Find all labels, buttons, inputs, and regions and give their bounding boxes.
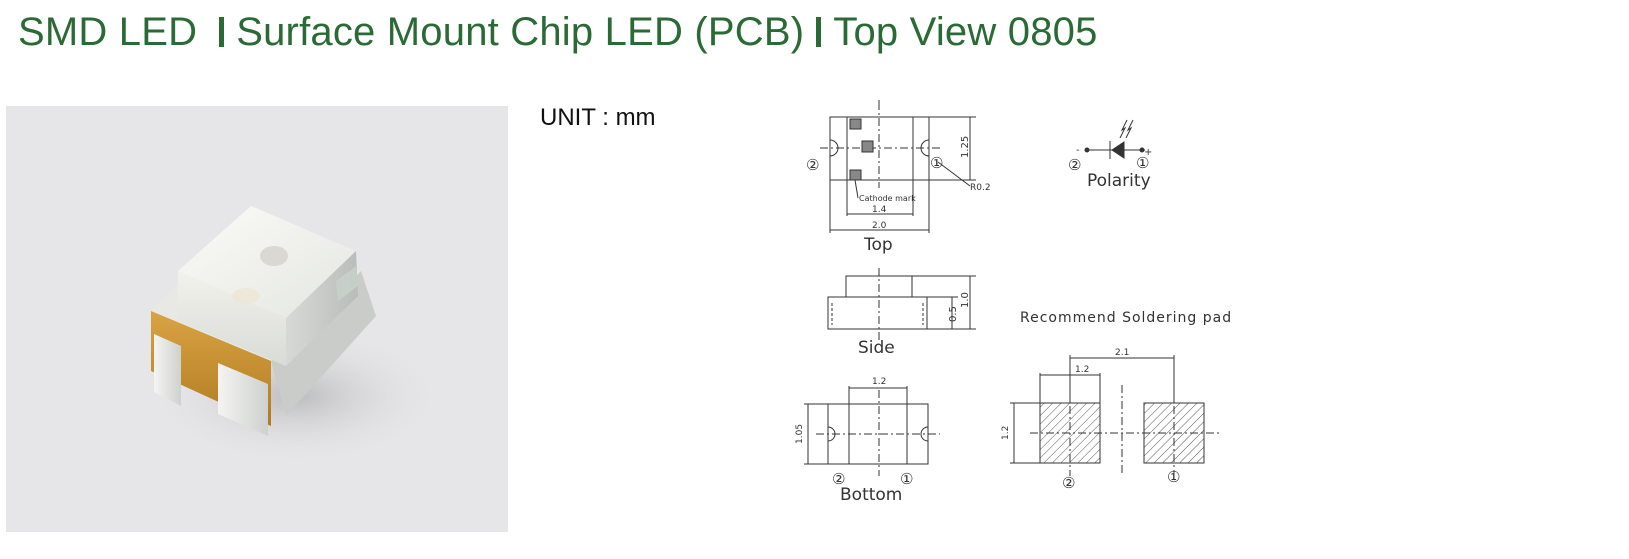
title-part-top-view: Top View 0805 [833, 10, 1098, 54]
title-separator [219, 17, 225, 47]
title-part-smd-led: SMD LED [18, 10, 198, 54]
pad-dim-2-1: 2.1 [1115, 348, 1129, 358]
technical-drawing: ② ① Cathode mark 1.4 2.0 R0.2 1.25 Top ②… [795, 100, 1232, 505]
title-separator [816, 17, 822, 47]
bottom-pin2-label: ② [832, 470, 845, 488]
top-dim-1-4: 1.4 [872, 205, 887, 215]
polarity-pin2-label: ② [1068, 156, 1081, 174]
side-dim-0-5: 0.5 [948, 306, 959, 322]
soldering-pad-title: Recommend Soldering pad [1020, 310, 1232, 326]
pad-dim-width: 1.2 [1075, 365, 1089, 375]
cathode-mark-label: Cathode mark [859, 194, 916, 203]
top-pin1-label: ① [930, 154, 943, 172]
top-dim-1-25: 1.25 [960, 136, 971, 158]
polarity-plus: + [1144, 147, 1152, 158]
unit-label: UNIT : mm [540, 104, 656, 131]
product-photo [6, 106, 508, 532]
side-view-label: Side [858, 338, 895, 358]
top-pin2-label: ② [806, 156, 819, 174]
bottom-view [804, 386, 940, 476]
soldering-pad [1010, 355, 1220, 476]
bottom-pin1-label: ① [900, 470, 913, 488]
title-part-chip-led: Surface Mount Chip LED (PCB) [236, 10, 805, 54]
smd-led-illustration [146, 206, 446, 466]
page-title: SMD LED Surface Mount Chip LED (PCB) Top V… [18, 10, 1098, 55]
bottom-dim-1-2: 1.2 [872, 377, 886, 387]
polarity-label: Polarity [1087, 171, 1151, 191]
bottom-dim-1-05: 1.05 [795, 424, 805, 444]
polarity-minus: - [1076, 145, 1080, 156]
polarity-pin1-label: ① [1136, 154, 1149, 172]
side-dim-1-0: 1.0 [960, 292, 971, 308]
top-view [820, 100, 976, 233]
top-view-label: Top [863, 235, 893, 255]
pad-pin2-label: ② [1062, 474, 1075, 492]
bottom-view-label: Bottom [840, 485, 902, 505]
top-dim-2-0: 2.0 [872, 221, 887, 231]
pad-dim-height: 1.2 [1001, 426, 1011, 440]
side-view [827, 268, 976, 340]
pad-pin1-label: ① [1167, 468, 1180, 486]
top-dim-radius: R0.2 [970, 183, 991, 193]
polarity-symbol [1084, 119, 1145, 159]
